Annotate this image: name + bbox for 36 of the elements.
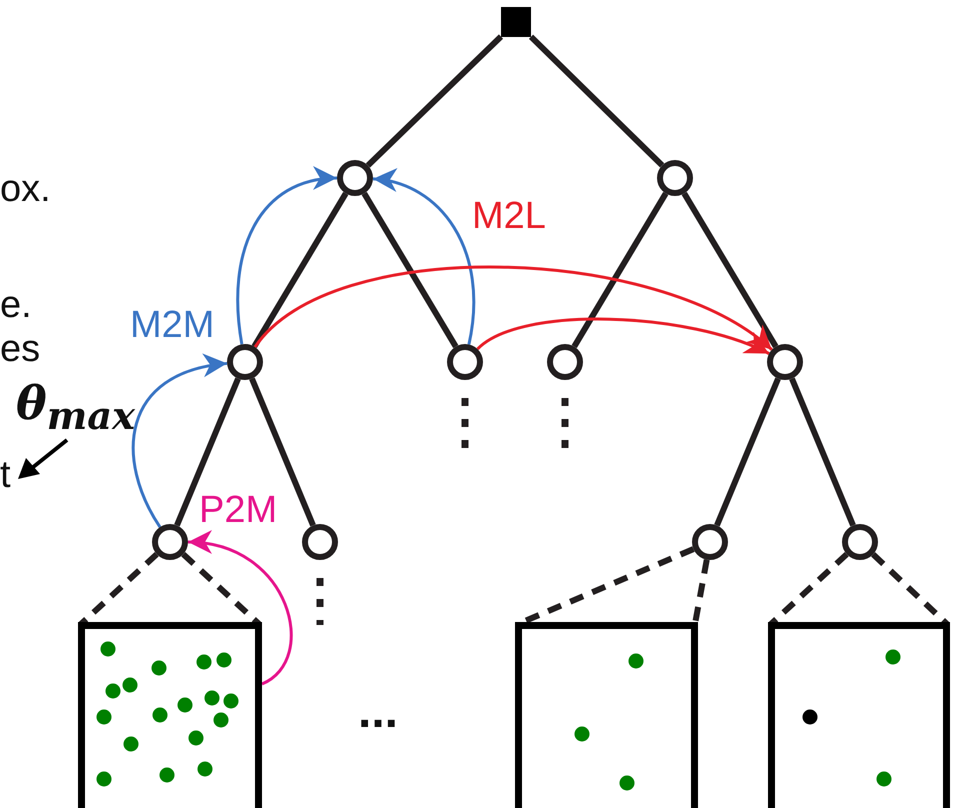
curved-arrow (254, 266, 773, 351)
tree-node-circle (767, 344, 803, 380)
curved-arrow (236, 168, 338, 344)
theta-max-symbol: θ$_{max}$ (16, 380, 135, 437)
tree-branch (682, 192, 778, 348)
curved-arrow (132, 355, 228, 528)
tree-branch (789, 377, 856, 527)
tree-branch (714, 377, 781, 527)
tree-branch (174, 377, 241, 527)
text-fragment: t (0, 456, 11, 494)
tree-branch (249, 377, 316, 527)
curved-arrow (188, 532, 293, 686)
tree-node-circle (302, 524, 338, 560)
tree-node-circle (337, 160, 373, 196)
leaf-cell-box (78, 622, 262, 808)
tree-node-circle (842, 524, 878, 560)
curved-arrow (372, 170, 476, 345)
tree-node-circle (227, 344, 263, 380)
tree-node-circle (447, 344, 483, 380)
leaf-cell-box (768, 622, 950, 808)
text-fragment: ox. (0, 170, 51, 208)
tree-branch (362, 192, 458, 348)
leaf-cell-box (515, 622, 698, 808)
tree-node-circle (547, 344, 583, 380)
ellipsis: ... (358, 688, 398, 736)
root-node (501, 7, 531, 37)
text-fragment: es (0, 330, 40, 368)
tree-branch (528, 34, 664, 168)
tree-branch (366, 34, 504, 168)
tree-branch (572, 192, 668, 348)
curved-arrow (476, 318, 770, 355)
tree-node-circle (152, 524, 188, 560)
text-fragment: e. (0, 286, 32, 324)
tree-node-circle (692, 524, 728, 560)
tree-branch (252, 192, 348, 348)
tree-node-circle (657, 160, 693, 196)
